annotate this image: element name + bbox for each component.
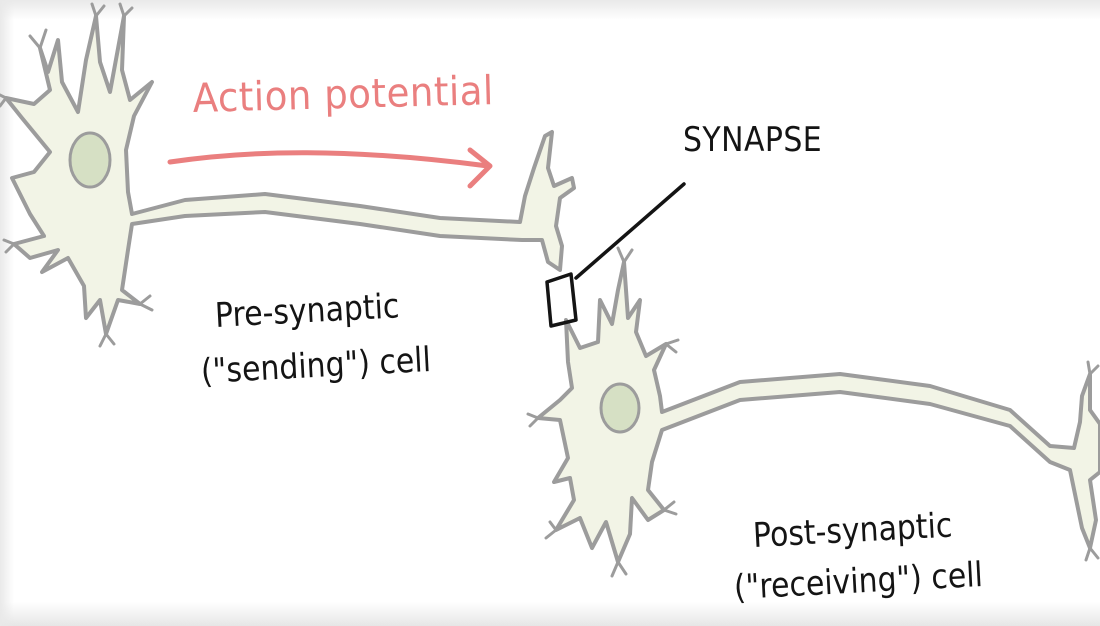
action-potential-arrow bbox=[170, 150, 490, 186]
synapse-label: SYNAPSE bbox=[683, 120, 822, 160]
synapse-box bbox=[547, 274, 576, 326]
action-potential-label: Action potential bbox=[192, 68, 494, 122]
pre-synaptic-nucleus bbox=[70, 133, 110, 187]
post-synaptic-nucleus bbox=[601, 384, 639, 432]
synapse-leader-line bbox=[576, 184, 684, 278]
